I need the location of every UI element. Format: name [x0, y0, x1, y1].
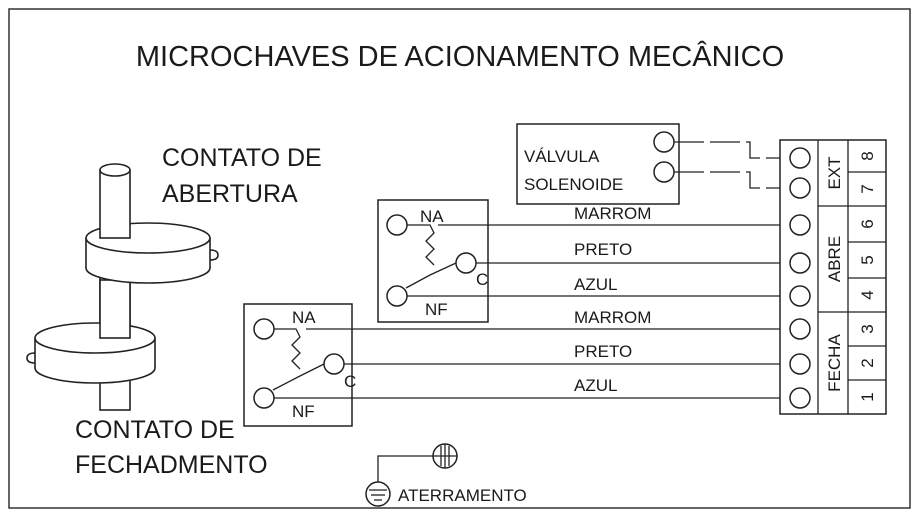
wire-upper-azul: AZUL	[574, 275, 617, 294]
switch-lower-na: NA	[292, 308, 316, 327]
switch-lower-nf: NF	[292, 402, 315, 421]
label-aterramento: ATERRAMENTO	[398, 486, 527, 505]
terminal-number-7: 7	[858, 184, 877, 193]
wire-lower-azul: AZUL	[574, 376, 617, 395]
shaft-cam-drawing	[26, 163, 219, 411]
wire-upper-preto: PRETO	[574, 240, 632, 259]
terminal-number-6: 6	[858, 219, 877, 228]
wire-lower-marrom: MARROM	[574, 308, 651, 327]
terminal-number-4: 4	[858, 290, 877, 299]
terminal-number-2: 2	[858, 358, 877, 367]
switch-upper-nf: NF	[425, 300, 448, 319]
microswitch-upper: NA NF C	[377, 199, 489, 323]
label-contato-abertura-line1: CONTATO DE	[162, 144, 322, 172]
label-contato-fechamento-line1: CONTATO DE	[75, 416, 235, 444]
terminal-group-ext: EXT	[825, 156, 844, 189]
ground-symbol	[365, 443, 458, 507]
label-contato-fechamento-line2: FECHADMENTO	[75, 451, 268, 479]
label-contato-abertura-line2: ABERTURA	[162, 180, 298, 208]
terminal-block: EXT ABRE FECHA 8 7 6 5 4 3 2 1	[779, 139, 887, 415]
switch-upper-na: NA	[420, 207, 444, 226]
label-valvula: VÁLVULA	[524, 147, 600, 166]
terminal-number-5: 5	[858, 255, 877, 264]
switch-lower-c: C	[344, 372, 356, 391]
wire-lower-preto: PRETO	[574, 342, 632, 361]
terminal-number-1: 1	[858, 392, 877, 401]
terminal-number-3: 3	[858, 324, 877, 333]
diagram-title: MICROCHAVES DE ACIONAMENTO MECÂNICO	[136, 40, 784, 73]
wire-upper-marrom: MARROM	[574, 204, 651, 223]
terminal-number-8: 8	[858, 151, 877, 160]
terminal-group-abre: ABRE	[825, 236, 844, 282]
label-solenoide: SOLENOIDE	[524, 175, 623, 194]
switch-upper-c: C	[476, 270, 488, 289]
terminal-group-fecha: FECHA	[825, 334, 844, 392]
solenoid-valve-box: VÁLVULA SOLENOIDE	[516, 123, 790, 205]
microswitch-lower: NA NF C	[243, 303, 356, 427]
